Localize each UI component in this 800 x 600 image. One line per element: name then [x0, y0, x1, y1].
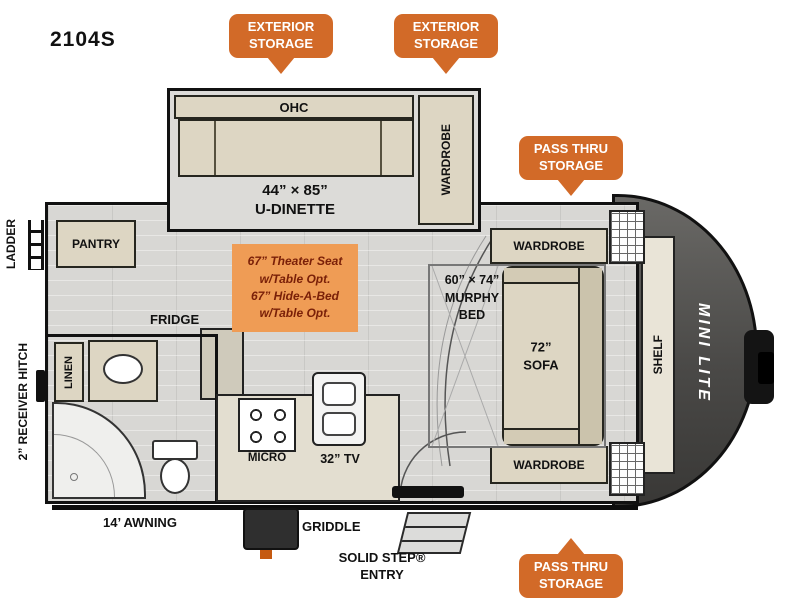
entry-landing — [392, 486, 464, 498]
shower-curb-line — [54, 433, 116, 497]
pantry: PANTRY — [56, 220, 136, 268]
overhead-cabinet: OHC — [174, 95, 414, 119]
model-number: 2104S — [50, 28, 116, 51]
callout-text: PASS THRU STORAGE — [519, 136, 623, 180]
murphy-bed-label: 60” × 74” MURPHY BED — [444, 273, 500, 322]
callout-text: EXTERIOR STORAGE — [394, 14, 498, 58]
brand-logo: MINI LITE — [695, 303, 712, 403]
pass-thru-callout-lower: PASS THRU STORAGE — [519, 538, 623, 598]
sink-bowl-top — [322, 382, 356, 406]
tongue-jack-icon — [758, 352, 774, 384]
sofa-backrest — [578, 268, 602, 444]
wardrobe-slide: WARDROBE — [418, 95, 474, 225]
shower-drain — [70, 473, 78, 481]
callout-text: PASS THRU STORAGE — [519, 554, 623, 598]
callout-arrow-icon — [557, 538, 585, 555]
u-dinette-seat — [178, 119, 414, 177]
microwave-label: MICRO — [247, 452, 287, 464]
toilet-bowl — [160, 458, 190, 494]
front-cabinet-bottom — [609, 442, 645, 496]
wardrobe-top: WARDROBE — [490, 228, 608, 264]
exterior-storage-callout-left: EXTERIOR STORAGE — [229, 14, 333, 74]
fridge — [200, 328, 244, 400]
awning-label: 14’ AWNING — [103, 515, 177, 530]
bathroom-vanity — [88, 340, 158, 402]
sofa-armrest-bottom — [504, 428, 578, 444]
bathroom-sink — [103, 354, 143, 384]
option-note: 67” Theater Seat w/Table Opt. 67” Hide-A… — [232, 244, 358, 332]
pass-thru-callout-upper: PASS THRU STORAGE — [519, 136, 623, 196]
ladder-icon — [28, 220, 44, 270]
sofa: 72” SOFA — [502, 266, 604, 446]
callout-arrow-icon — [267, 56, 295, 74]
receiver-hitch-icon — [36, 370, 45, 402]
awning-rail — [52, 505, 638, 510]
callout-arrow-icon — [432, 56, 460, 74]
entry-label: SOLID STEP® ENTRY — [338, 550, 426, 582]
front-cabinet-top — [609, 210, 645, 264]
dinette-label: 44” × 85” U-DINETTE — [255, 182, 335, 218]
exterior-storage-callout-right: EXTERIOR STORAGE — [394, 14, 498, 74]
griddle-knob — [260, 550, 272, 559]
sink-bowl-bottom — [322, 412, 356, 436]
wardrobe-bottom: WARDROBE — [490, 446, 608, 484]
sofa-armrest-top — [504, 268, 578, 284]
callout-text: EXTERIOR STORAGE — [229, 14, 333, 58]
murphy-bed-platform — [428, 264, 606, 448]
sofa-label: 72” SOFA — [523, 339, 559, 372]
callout-arrow-icon — [557, 178, 585, 196]
tv-label: 32” TV — [320, 452, 360, 466]
cooktop — [238, 398, 296, 452]
griddle-icon — [243, 508, 299, 550]
fridge-label: FRIDGE — [150, 312, 200, 327]
shelf: SHELF — [641, 236, 675, 474]
toilet-tank — [152, 440, 198, 460]
linen-closet: LINEN — [54, 342, 84, 402]
kitchen-sink — [312, 372, 366, 446]
receiver-hitch-label: 2” RECEIVER HITCH — [16, 343, 30, 461]
ladder-label: LADDER — [4, 219, 18, 269]
solid-step-icon — [396, 512, 472, 554]
griddle-label: GRIDDLE — [302, 519, 361, 534]
